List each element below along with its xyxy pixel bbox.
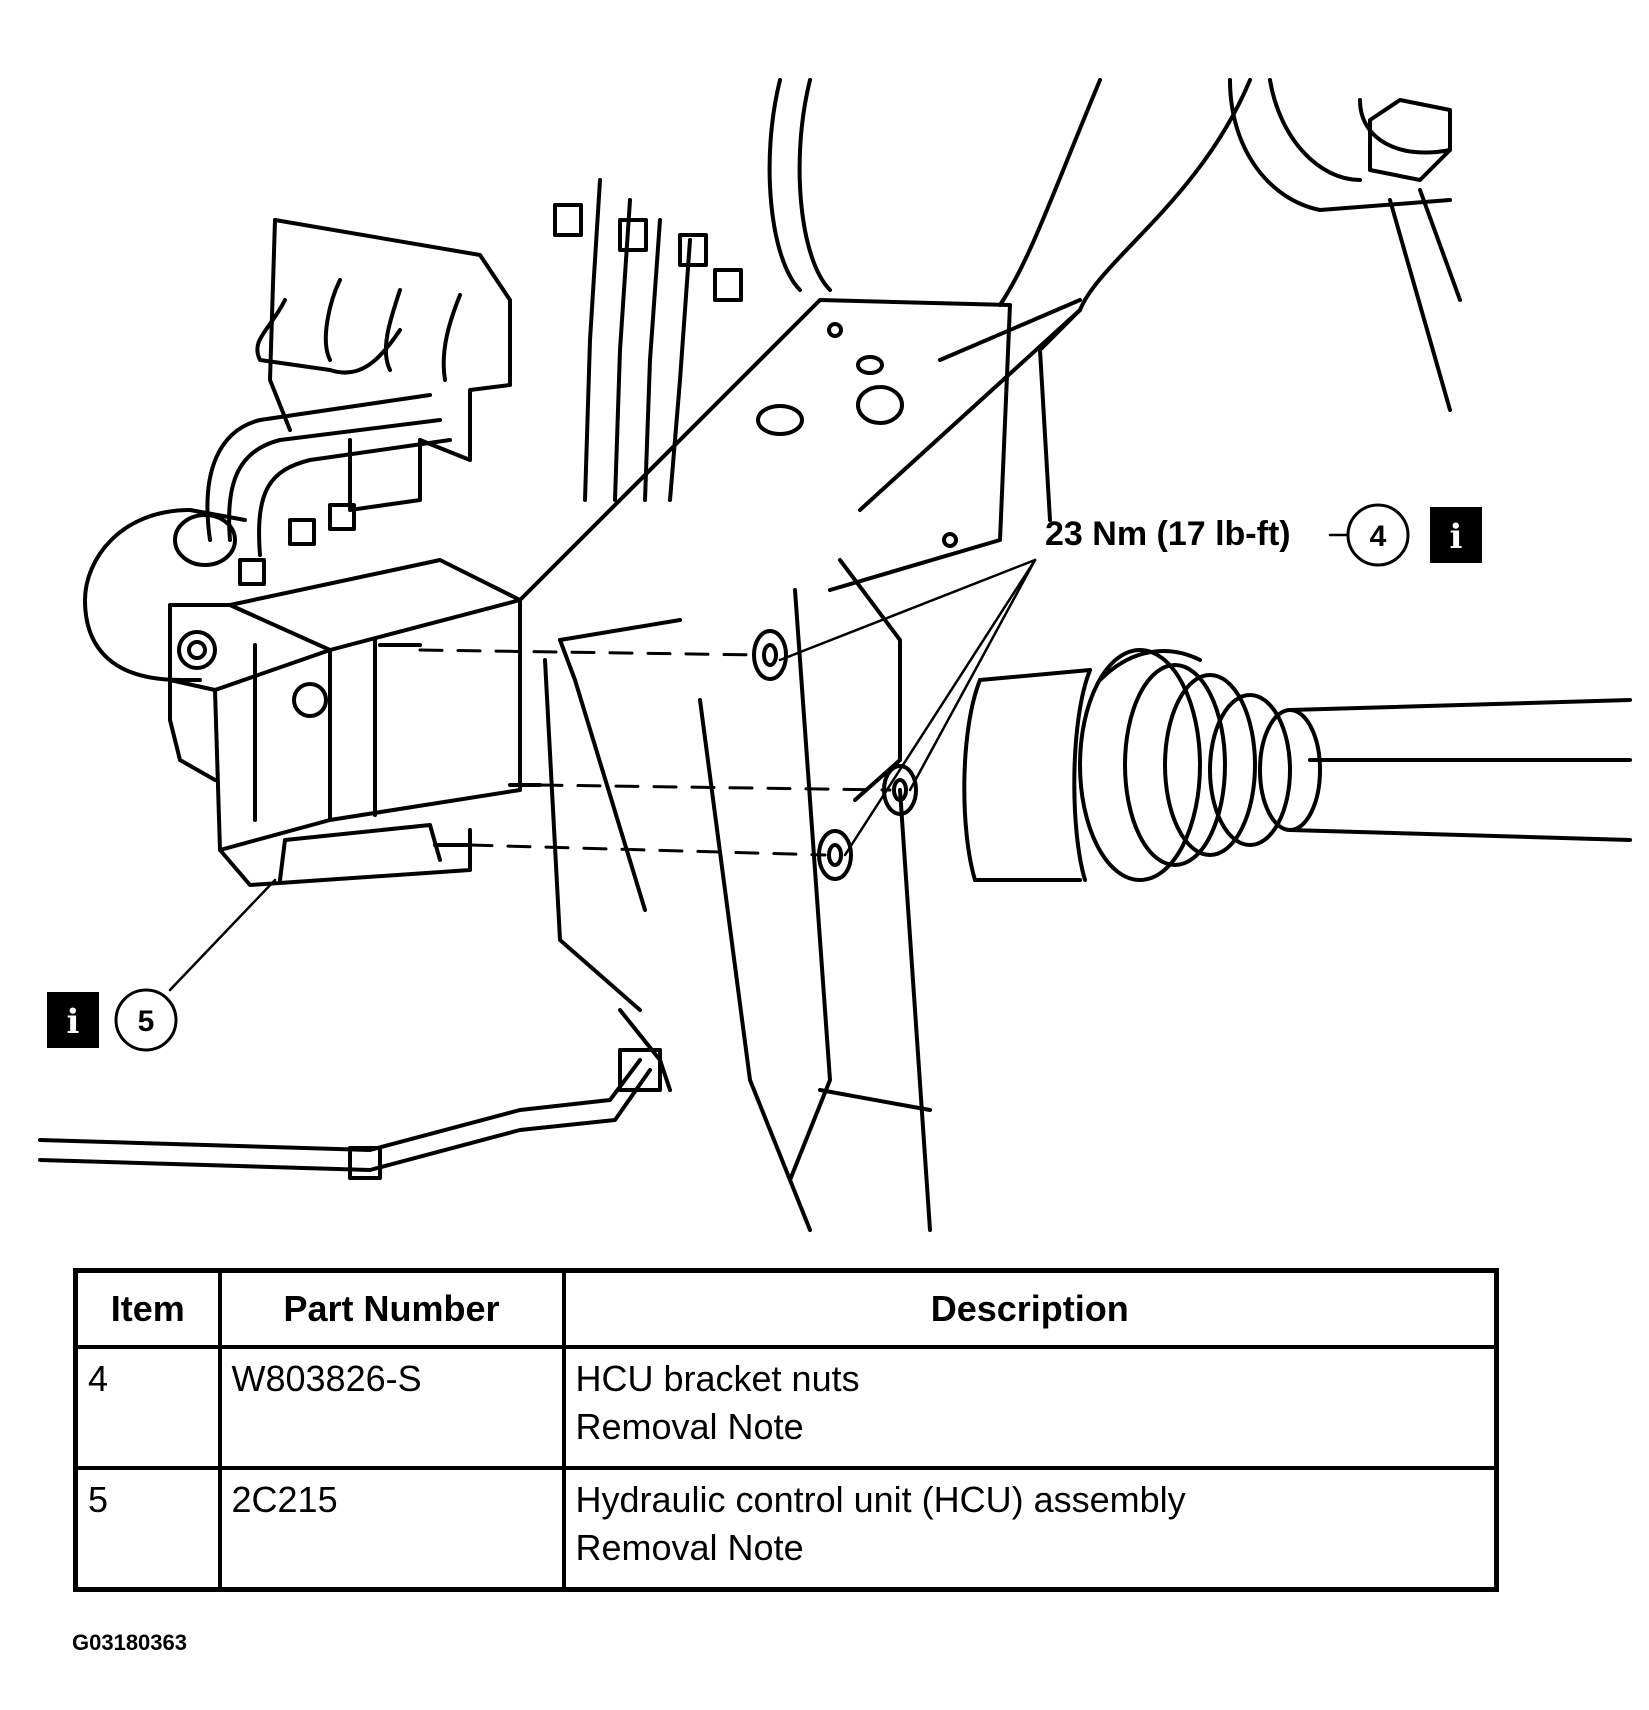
info-icon: i — [67, 1002, 80, 1042]
cell-description: HCU bracket nuts Removal Note — [561, 1345, 1499, 1470]
cell-item: 4 — [73, 1345, 222, 1470]
parts-table: Item Part Number Description 4 W803826-S… — [73, 1268, 1499, 1592]
removal-note-link[interactable]: Removal Note — [575, 1406, 804, 1447]
cell-part-number: W803826-S — [217, 1345, 566, 1470]
table-row: 5 2C215 Hydraulic control unit (HCU) ass… — [73, 1466, 1499, 1592]
header-item: Item — [73, 1268, 222, 1349]
description-text: Hydraulic control unit (HCU) assembly — [575, 1479, 1186, 1520]
removal-note-link[interactable]: Removal Note — [575, 1527, 804, 1568]
cell-part-number: 2C215 — [217, 1466, 566, 1592]
item-4-number: 4 — [1370, 520, 1387, 553]
leader-lines — [168, 533, 1350, 992]
cell-item: 5 — [73, 1466, 222, 1592]
header-part-number: Part Number — [217, 1268, 566, 1349]
hcu-pump-motor — [83, 508, 247, 682]
brake-lines — [553, 178, 743, 502]
lower-brake-tube — [38, 1048, 662, 1180]
hcu-installation-diagram: 23 Nm (17 lb-ft) 4 i i 5 — [38, 78, 1632, 1232]
hcu-mounting-bracket — [518, 298, 1012, 1092]
table-header-row: Item Part Number Description — [73, 1268, 1499, 1349]
torque-spec-label: 23 Nm (17 lb-ft) — [1045, 515, 1291, 553]
table-row: 4 W803826-S HCU bracket nuts Removal Not… — [73, 1345, 1499, 1470]
cell-description: Hydraulic control unit (HCU) assembly Re… — [561, 1466, 1499, 1592]
info-icon: i — [1450, 517, 1463, 557]
callout-item-5: i 5 — [47, 988, 178, 1052]
hcu-body — [168, 558, 522, 887]
cv-axle — [962, 648, 1632, 882]
figure-id: G03180363 — [72, 1630, 187, 1655]
header-description: Description — [561, 1268, 1499, 1349]
description-text: HCU bracket nuts — [575, 1358, 860, 1399]
vehicle-frame — [698, 78, 1462, 1232]
bracket-nuts — [752, 629, 918, 881]
callout-item-4: 23 Nm (17 lb-ft) 4 i — [1045, 503, 1482, 567]
alignment-lines — [418, 648, 892, 857]
item-5-number: 5 — [138, 1005, 155, 1038]
mounting-studs — [378, 643, 542, 847]
hcu-valve-block — [205, 218, 512, 586]
